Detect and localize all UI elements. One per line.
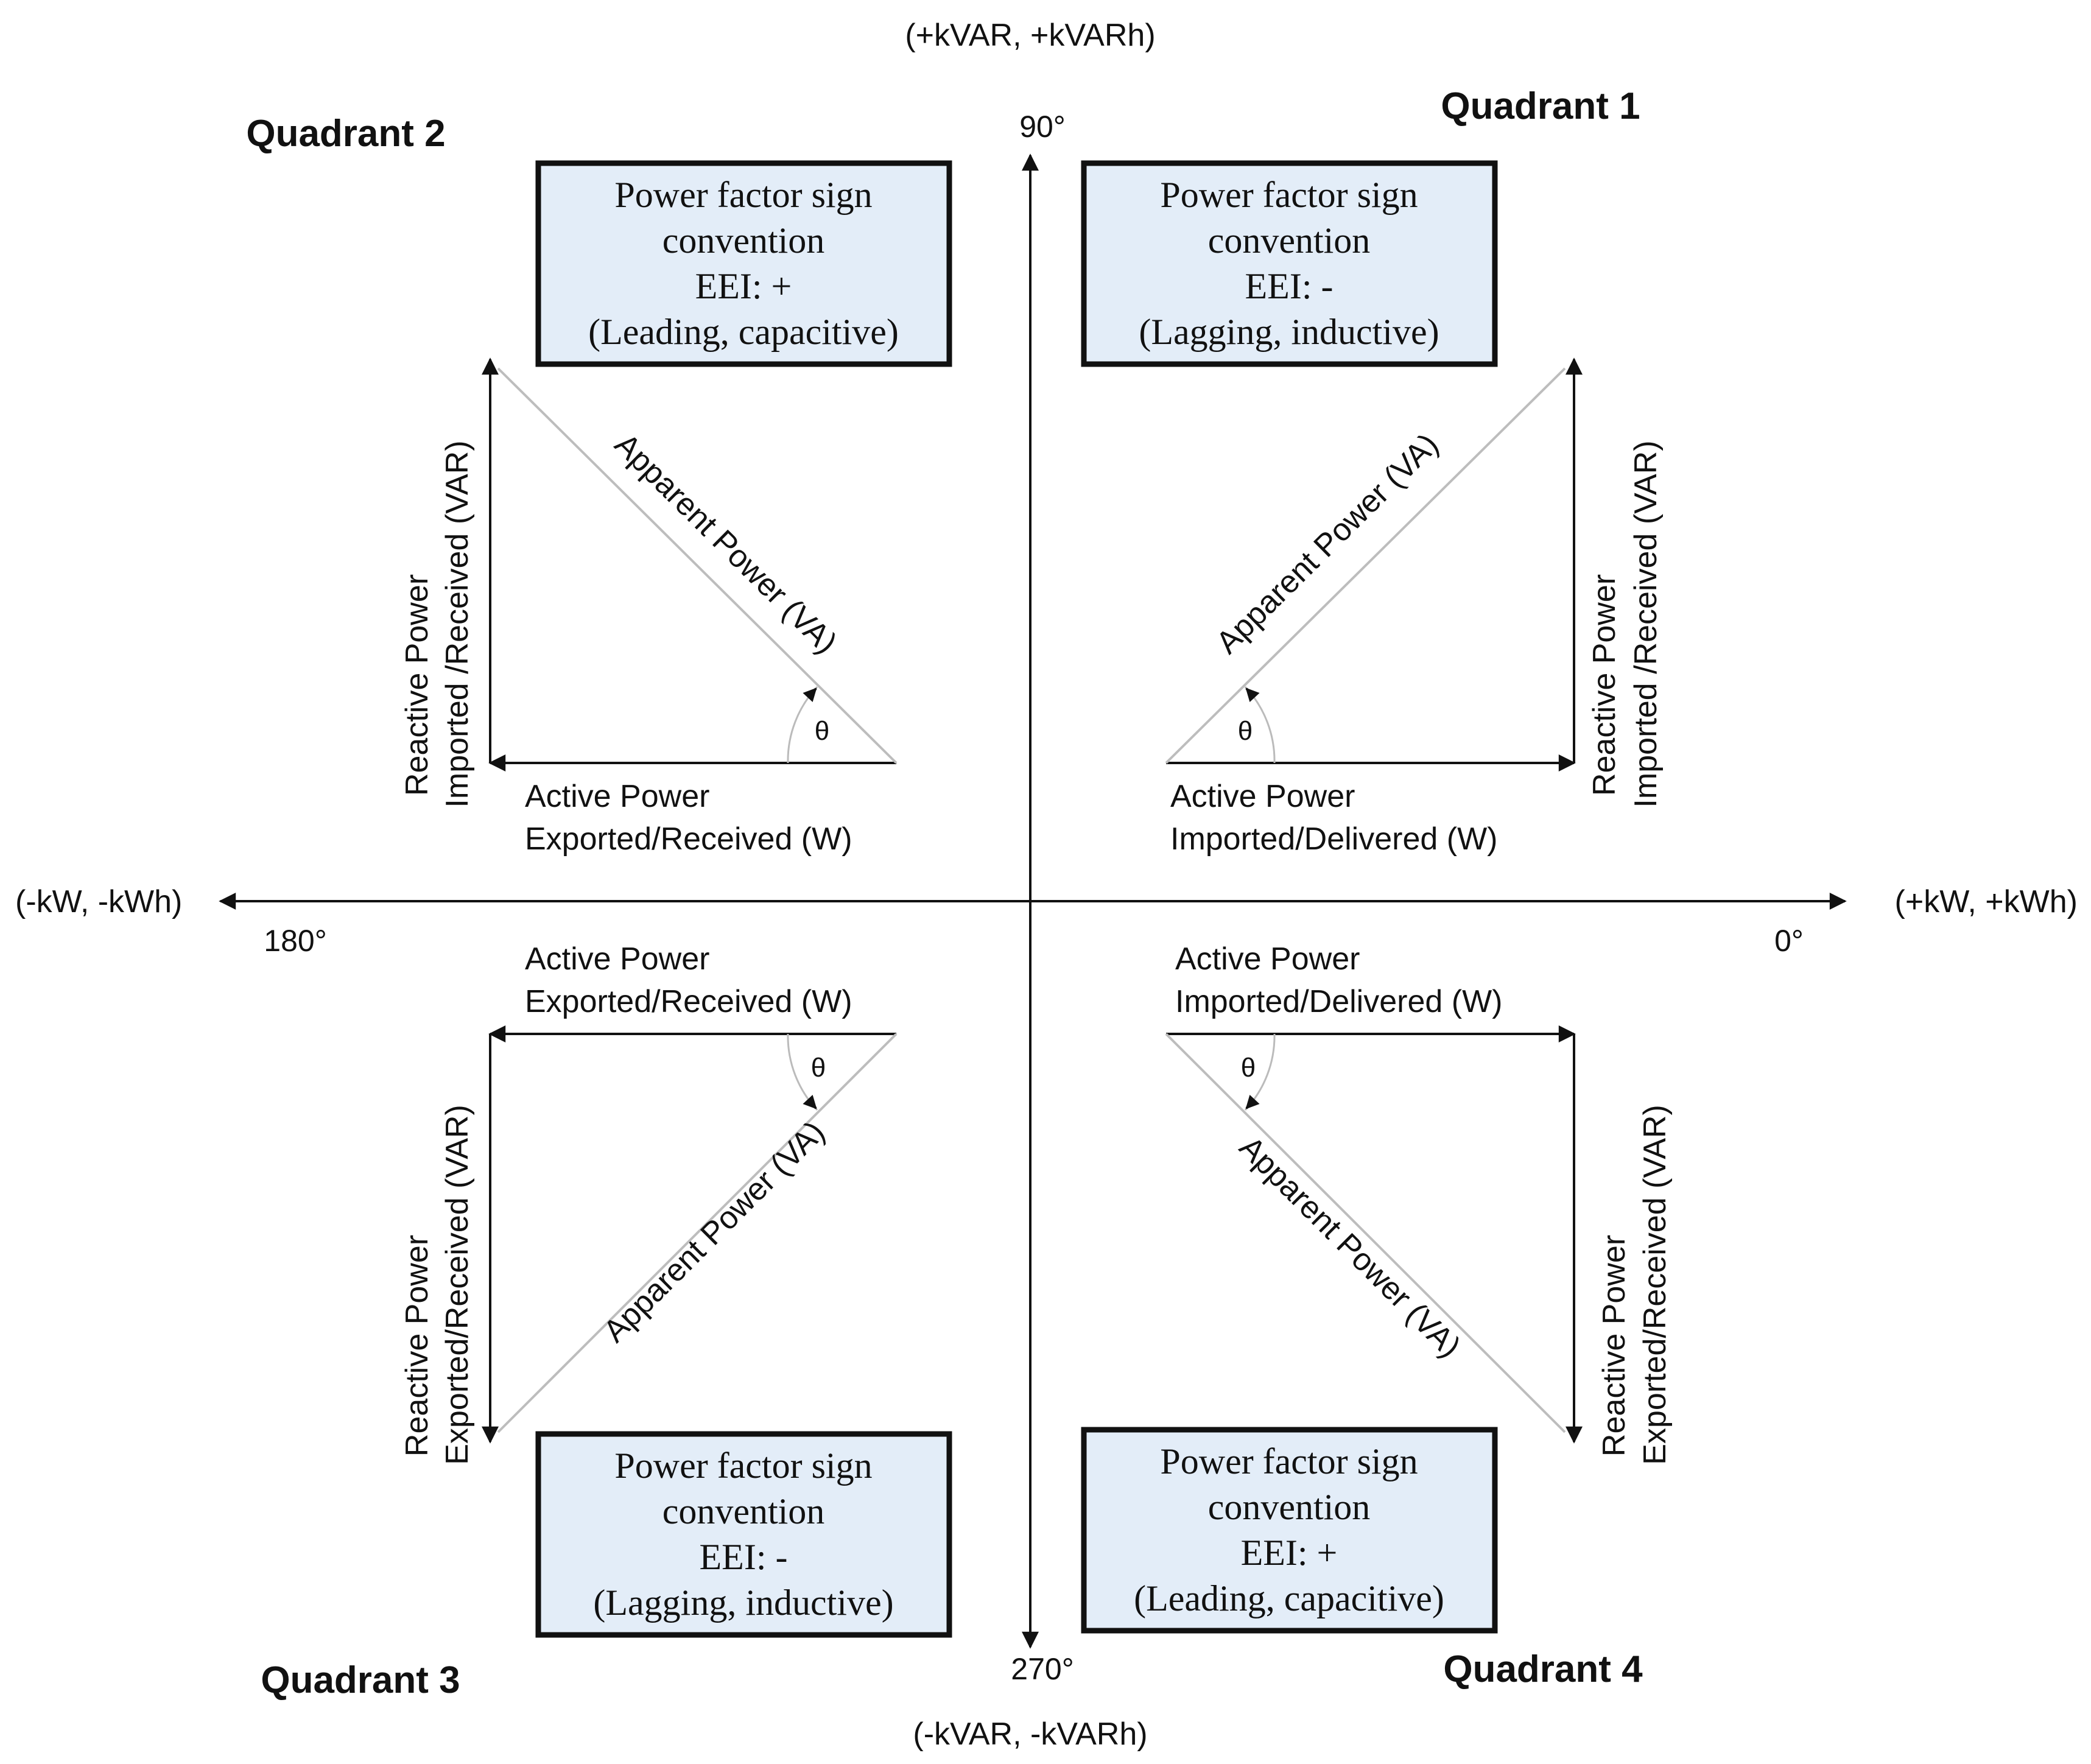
- q3-active-line2: Exported/Received (W): [525, 984, 852, 1019]
- quadrant-3-title: Quadrant 3: [261, 1659, 460, 1701]
- q3-apparent-label: Apparent Power (VA): [597, 1114, 832, 1349]
- degree-90: 90°: [1019, 110, 1066, 144]
- q4-apparent-label: Apparent Power (VA): [1232, 1130, 1467, 1365]
- q2-box-line3: EEI: +: [695, 266, 792, 306]
- q2-active-line1: Active Power: [525, 779, 709, 814]
- q2-apparent-label: Apparent Power (VA): [608, 427, 843, 661]
- q3-apparent-vector: [497, 1033, 898, 1433]
- q1-reactive-line2: Imported /Received (VAR): [1628, 440, 1664, 807]
- q4-box-line1: Power factor sign: [1160, 1441, 1418, 1481]
- q1-box-line2: convention: [1208, 220, 1371, 261]
- quadrant-2-title: Quadrant 2: [246, 113, 445, 155]
- q3-box-line1: Power factor sign: [614, 1446, 872, 1486]
- q3-box-line3: EEI: -: [700, 1537, 788, 1577]
- q4-box-line3: EEI: +: [1241, 1533, 1338, 1573]
- q1-apparent-label: Apparent Power (VA): [1209, 427, 1445, 661]
- q1-pf-box: [1081, 160, 1498, 367]
- q2-box-line4: (Leading, capacitive): [588, 312, 899, 352]
- quadrant-2: Power factor sign convention EEI: + (Lea…: [399, 160, 952, 857]
- q1-apparent-vector: [1165, 367, 1566, 764]
- q1-box-line3: EEI: -: [1245, 266, 1334, 306]
- q4-reactive-line2: Exported/Received (VAR): [1637, 1105, 1673, 1465]
- q4-angle-arrowhead: [1245, 1095, 1260, 1109]
- degree-270: 270°: [1011, 1652, 1074, 1686]
- degree-0: 0°: [1774, 924, 1804, 958]
- q3-box-line4: (Lagging, inductive): [593, 1583, 893, 1623]
- q2-angle-arrowhead: [803, 687, 817, 702]
- q2-theta: θ: [815, 716, 829, 746]
- axis-label-bottom: (-kVAR, -kVARh): [913, 1717, 1147, 1752]
- q3-reactive-line2: Exported/Received (VAR): [440, 1105, 475, 1465]
- axis-label-left: (-kW, -kWh): [15, 884, 182, 919]
- q4-active-line1: Active Power: [1175, 941, 1360, 977]
- quadrant-1-title: Quadrant 1: [1441, 85, 1640, 127]
- q1-theta: θ: [1238, 716, 1253, 746]
- q2-apparent-vector: [497, 367, 898, 764]
- quadrant-1: Power factor sign convention EEI: - (Lag…: [1081, 160, 1664, 857]
- q3-reactive-line1: Reactive Power: [399, 1235, 435, 1457]
- q1-active-line1: Active Power: [1170, 779, 1355, 814]
- q3-angle-arrowhead: [803, 1095, 817, 1109]
- q2-box-line1: Power factor sign: [614, 175, 872, 215]
- q4-box-line4: (Leading, capacitive): [1134, 1578, 1444, 1618]
- q2-active-line2: Exported/Received (W): [525, 821, 852, 857]
- axis-label-right: (+kW, +kWh): [1895, 884, 2078, 919]
- q1-angle-arrowhead: [1245, 687, 1260, 702]
- q1-box-line4: (Lagging, inductive): [1139, 312, 1439, 352]
- q4-theta: θ: [1241, 1053, 1256, 1083]
- q2-reactive-line2: Imported /Received (VAR): [440, 440, 475, 807]
- quadrant-4: Power factor sign convention EEI: + (Lea…: [1081, 941, 1673, 1634]
- q1-reactive-line1: Reactive Power: [1587, 574, 1622, 796]
- q3-active-line1: Active Power: [525, 941, 709, 977]
- q4-pf-box: [1081, 1427, 1498, 1634]
- q4-reactive-line1: Reactive Power: [1597, 1235, 1632, 1457]
- quadrant-4-title: Quadrant 4: [1443, 1648, 1643, 1690]
- q3-theta: θ: [811, 1053, 826, 1083]
- degree-180: 180°: [264, 924, 326, 958]
- q4-active-line2: Imported/Delivered (W): [1175, 984, 1502, 1019]
- q4-apparent-vector: [1165, 1033, 1566, 1433]
- q3-pf-box: [535, 1431, 952, 1638]
- q3-box-line2: convention: [662, 1491, 825, 1531]
- q2-reactive-line1: Reactive Power: [399, 574, 435, 796]
- q2-angle-arc: [787, 686, 818, 764]
- q1-box-line1: Power factor sign: [1160, 175, 1418, 215]
- axis-label-top: (+kVAR, +kVARh): [905, 18, 1155, 53]
- quadrant-3: Power factor sign convention EEI: - (Lag…: [399, 941, 952, 1638]
- q1-active-line2: Imported/Delivered (W): [1170, 821, 1497, 857]
- q2-pf-box: [535, 160, 952, 367]
- q4-box-line2: convention: [1208, 1487, 1371, 1527]
- q2-box-line2: convention: [662, 220, 825, 261]
